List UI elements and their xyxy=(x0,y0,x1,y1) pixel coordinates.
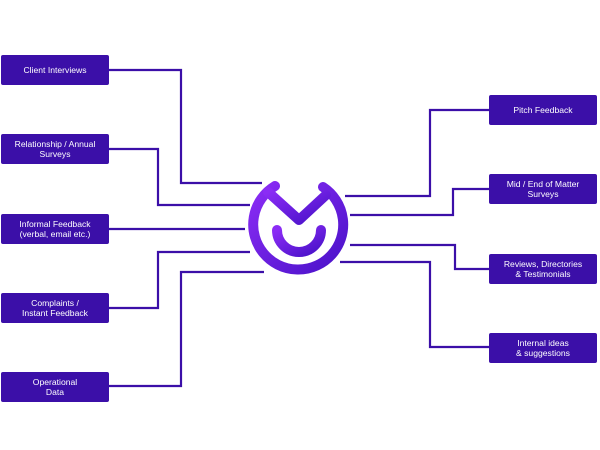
output-node-mid-end-surveys: Mid / End of Matter Surveys xyxy=(489,174,597,204)
input-node-label: Client Interviews xyxy=(23,64,87,75)
input-node-relationship-surveys: Relationship / Annual Surveys xyxy=(1,134,109,164)
output-node-internal-ideas: Internal ideas & suggestions xyxy=(489,333,597,363)
checkmark-smile-logo-icon xyxy=(248,177,350,279)
connector-operational-data xyxy=(109,270,264,388)
connector-internal-ideas xyxy=(340,260,489,349)
output-node-label: Reviews, Directories & Testimonials xyxy=(503,258,583,280)
connector-complaints xyxy=(109,250,250,310)
output-node-pitch-feedback: Pitch Feedback xyxy=(489,95,597,125)
output-node-label: Mid / End of Matter Surveys xyxy=(506,178,580,200)
connector-pitch-feedback xyxy=(345,108,489,198)
connector-relationship-surveys xyxy=(109,147,250,207)
output-node-label: Internal ideas & suggestions xyxy=(516,337,570,359)
input-node-client-interviews: Client Interviews xyxy=(1,55,109,85)
connector-client-interviews xyxy=(109,68,262,185)
input-node-informal-feedback: Informal Feedback (verbal, email etc.) xyxy=(1,214,109,244)
input-node-complaints: Complaints / Instant Feedback xyxy=(1,293,109,323)
input-node-label: Operational Data xyxy=(32,376,78,398)
input-node-label: Relationship / Annual Surveys xyxy=(14,138,96,160)
output-node-reviews: Reviews, Directories & Testimonials xyxy=(489,254,597,284)
input-node-operational-data: Operational Data xyxy=(1,372,109,402)
output-node-label: Pitch Feedback xyxy=(513,104,573,115)
input-node-label: Informal Feedback (verbal, email etc.) xyxy=(19,218,91,240)
connector-reviews xyxy=(350,243,489,271)
input-node-label: Complaints / Instant Feedback xyxy=(22,297,88,319)
connector-mid-end-surveys xyxy=(350,187,489,217)
